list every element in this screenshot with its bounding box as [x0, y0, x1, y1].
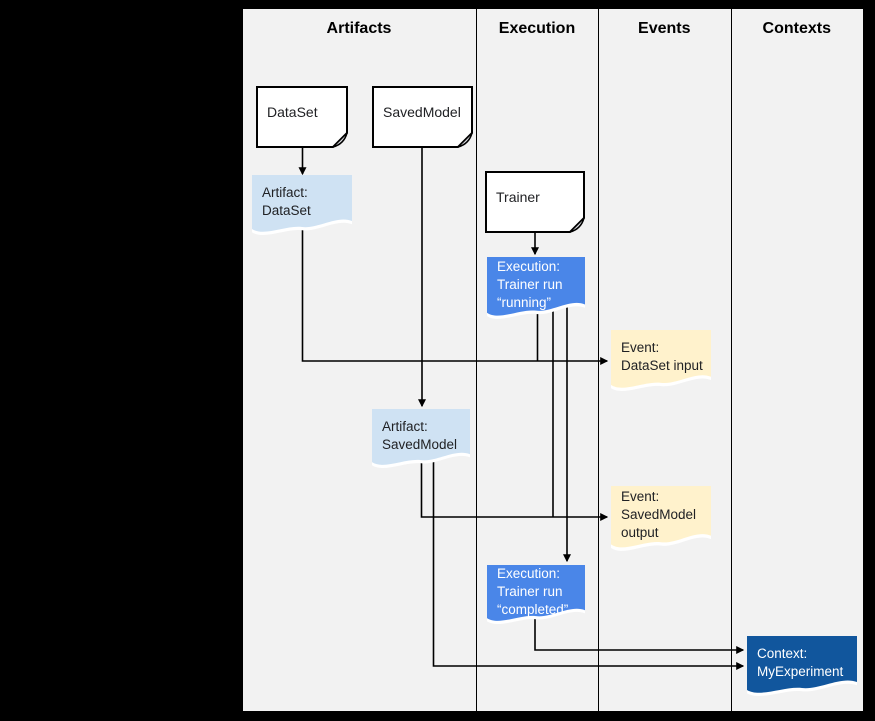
wavy-document-shape [487, 257, 585, 319]
event-dataset-input-line2: DataSet input [621, 358, 703, 374]
edge-artifact-savedmodel-to-context [432, 452, 745, 670]
execution-running-line1: Execution: [497, 258, 561, 274]
trainer-doc-node: Trainer [485, 171, 586, 234]
artifact-dataset-line2: DataSet [262, 202, 311, 218]
dataset-doc-node: DataSet [256, 86, 349, 149]
savedmodel-label: SavedModel [383, 104, 461, 120]
trainer-label: Trainer [496, 189, 540, 205]
context-myexperiment-line2: MyExperiment [757, 663, 844, 679]
column-separator-3 [730, 8, 732, 711]
column-header-artifacts: Artifacts [326, 20, 392, 37]
edge-artifact-savedmodel-to-event-output [420, 452, 609, 521]
artifact-savedmodel-line2: SavedModel [382, 436, 458, 452]
event-dataset-input-label: Event: DataSet input [611, 330, 711, 385]
execution-completed-label: Execution: Trainer run “completed” [487, 565, 585, 618]
execution-completed-line1: Execution: [497, 565, 561, 581]
dataset-label: DataSet [267, 104, 318, 120]
wavy-document-shape [611, 486, 711, 551]
artifact-dataset-label: Artifact: DataSet [252, 175, 352, 229]
execution-completed-node: Execution: Trainer run “completed” [487, 565, 585, 626]
artifact-dataset-node: Artifact: DataSet [252, 175, 352, 237]
event-dataset-input-node: Event: DataSet input [611, 330, 711, 393]
wavy-document-shape [611, 330, 711, 391]
savedmodel-doc-node: SavedModel [372, 86, 474, 149]
context-myexperiment-label: Context: MyExperiment [747, 636, 857, 690]
column-header-events: Events [638, 20, 691, 37]
execution-running-line3: “running” [497, 294, 552, 310]
artifact-savedmodel-label: Artifact: SavedModel [372, 409, 470, 462]
column-separator-2 [598, 8, 600, 711]
column-header-execution: Execution [498, 20, 576, 37]
execution-running-node: Execution: Trainer run “running” [487, 257, 585, 321]
execution-completed-line2: Trainer run [497, 583, 563, 599]
execution-running-line2: Trainer run [497, 276, 563, 292]
event-dataset-input-line1: Event: [621, 340, 660, 356]
artifact-savedmodel-node: Artifact: SavedModel [372, 409, 470, 470]
execution-running-label: Execution: Trainer run “running” [487, 257, 585, 313]
event-savedmodel-output-label: Event: SavedModel output [611, 486, 711, 544]
edge-artifact-dataset-to-event-input [301, 222, 609, 365]
artifact-dataset-line1: Artifact: [262, 184, 308, 200]
wavy-document-shape [252, 175, 352, 235]
artifact-savedmodel-line1: Artifact: [382, 418, 428, 434]
column-separator-1 [476, 8, 478, 711]
event-savedmodel-output-node: Event: SavedModel output [611, 486, 711, 553]
document-shape-icon [372, 86, 474, 149]
wavy-document-shape [487, 565, 585, 625]
context-myexperiment-line1: Context: [757, 645, 808, 661]
wavy-document-shape [372, 409, 470, 469]
document-shape-icon [256, 86, 349, 149]
event-savedmodel-output-line1: Event: [621, 489, 660, 505]
edge-execution-completed-to-context [534, 610, 745, 654]
wavy-document-shape [747, 636, 857, 696]
context-myexperiment-node: Context: MyExperiment [747, 636, 857, 698]
event-savedmodel-output-line2: SavedModel [621, 507, 697, 523]
execution-completed-line3: “completed” [497, 601, 569, 617]
event-savedmodel-output-line3: output [621, 525, 659, 541]
document-shape-icon [485, 171, 586, 234]
column-header-contexts: Contexts [762, 20, 831, 37]
